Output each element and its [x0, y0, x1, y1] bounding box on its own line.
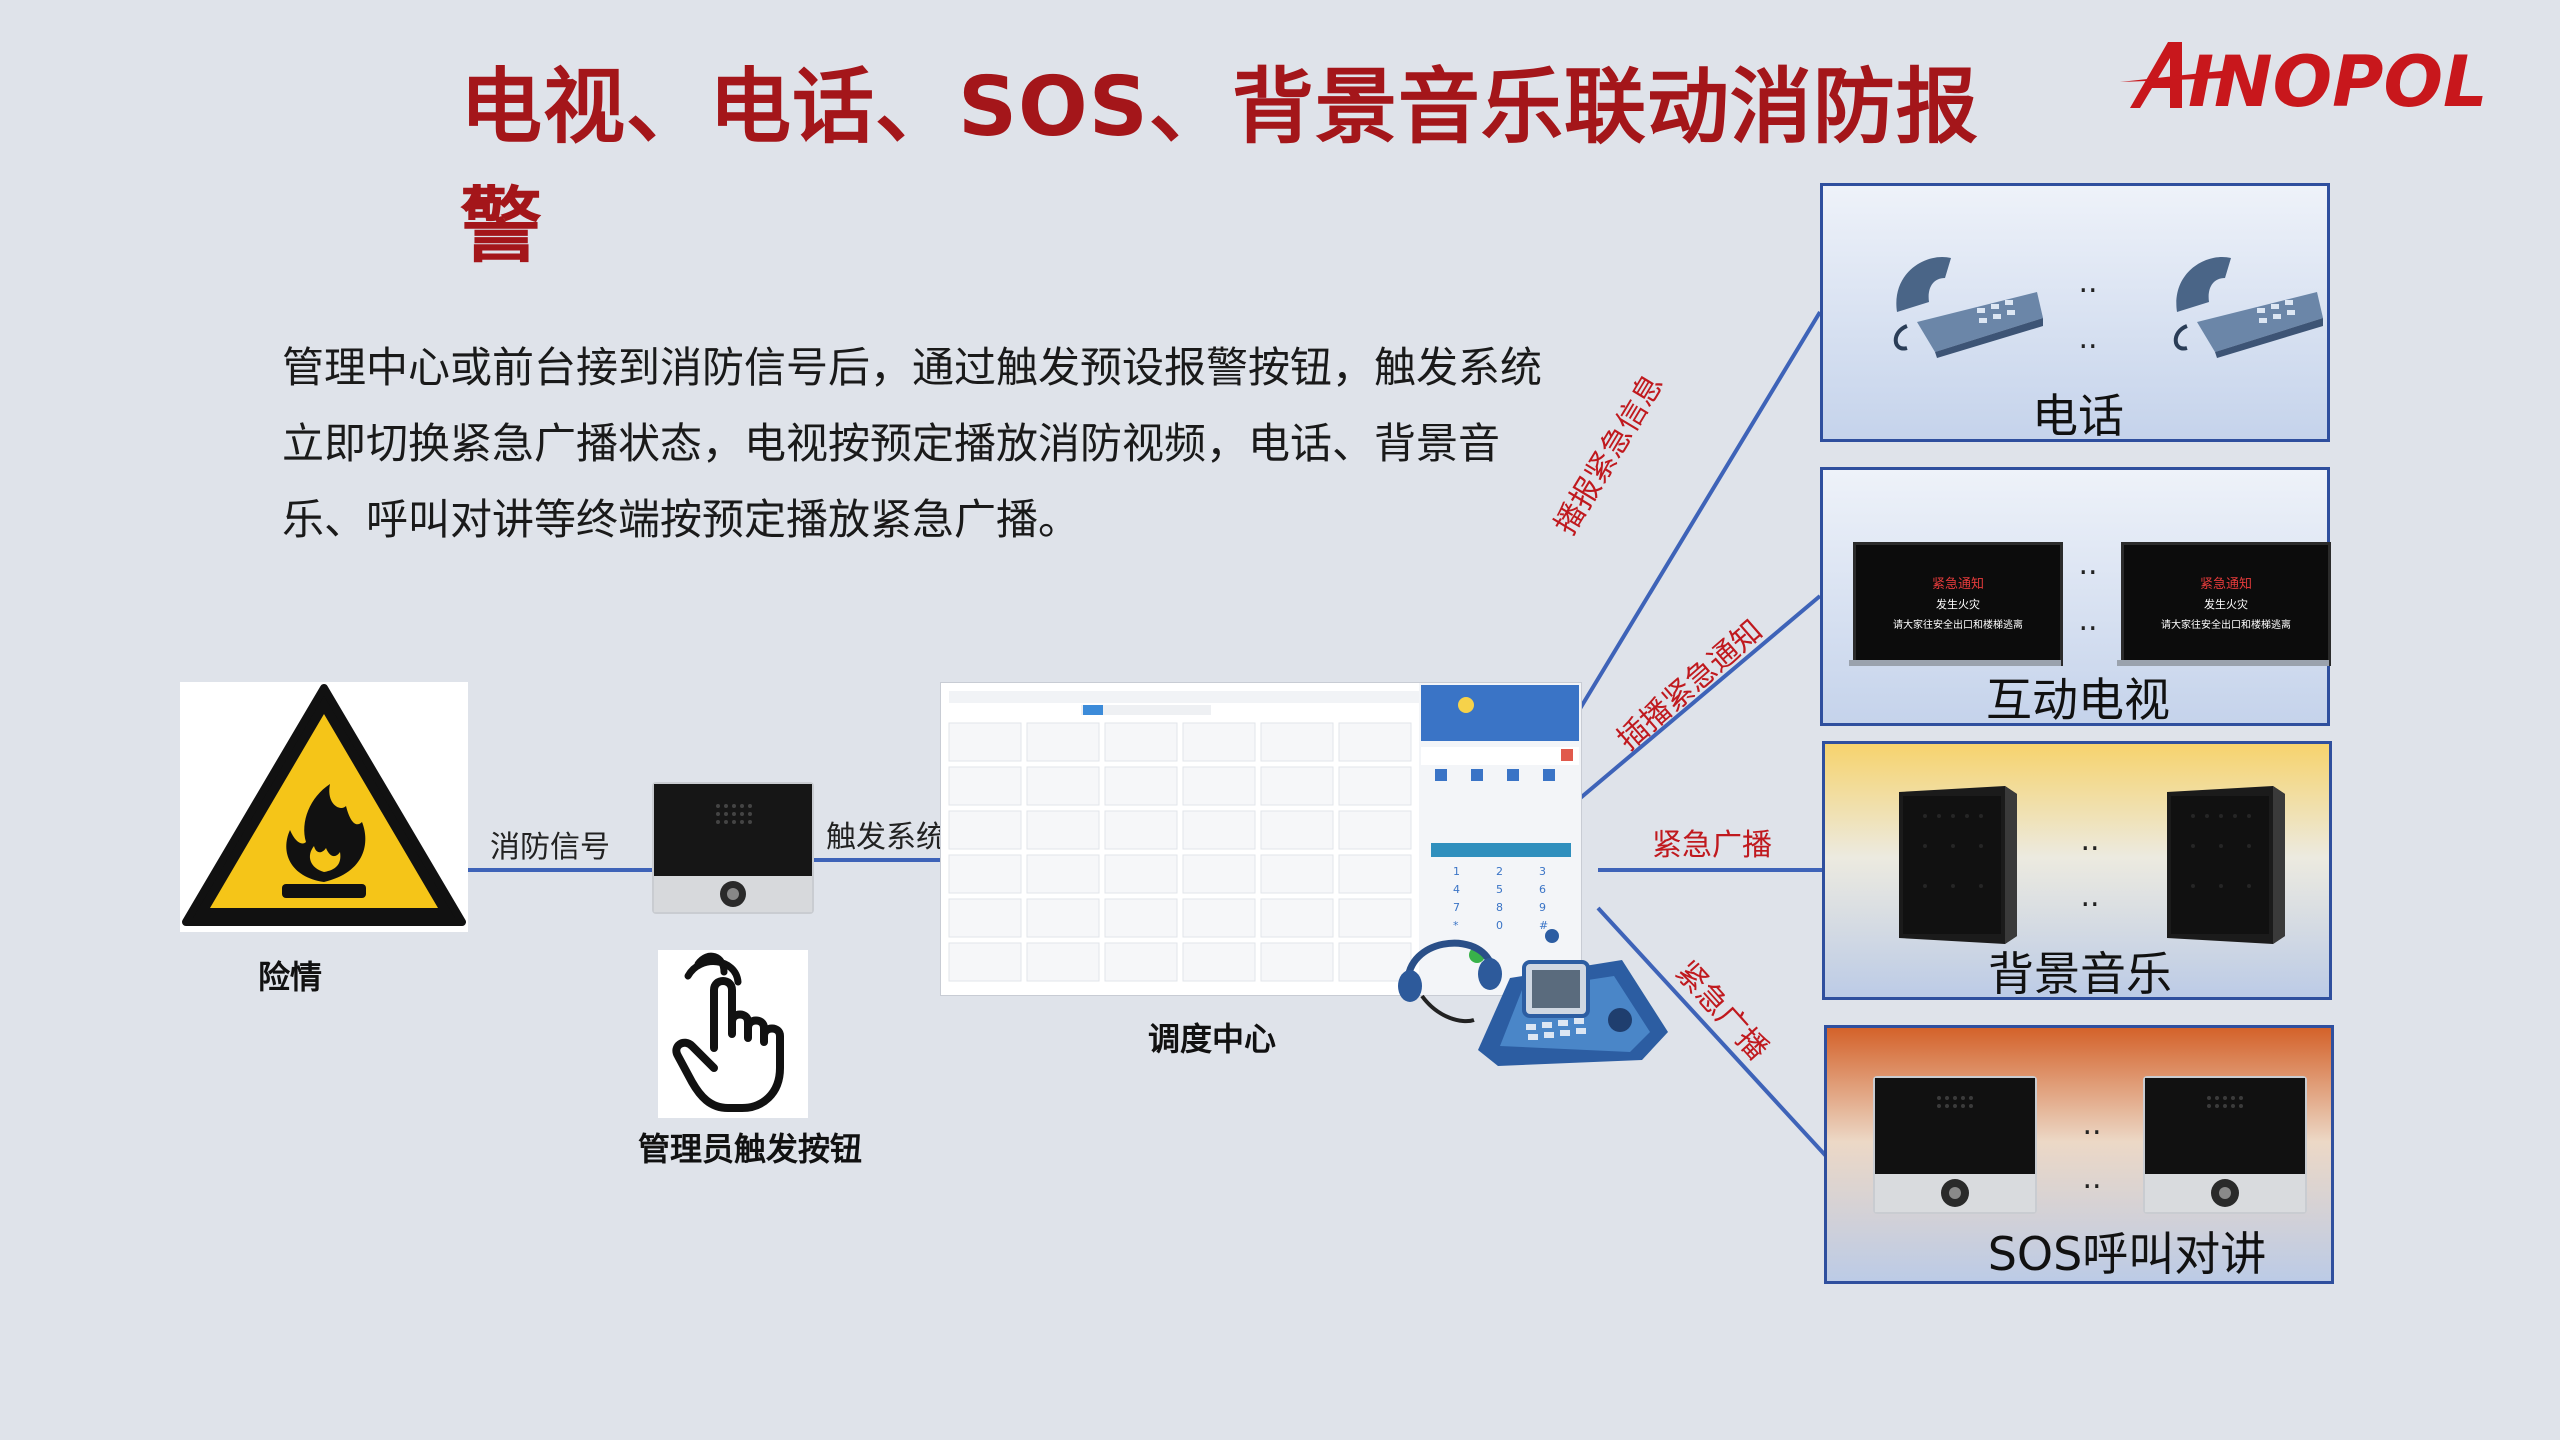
svg-text:6: 6 [1539, 883, 1546, 896]
svg-text:9: 9 [1539, 901, 1546, 914]
admin-trigger-button [658, 950, 808, 1118]
tv-line2: 请大家往安全出口和楼梯逃离 [1856, 616, 2060, 631]
panel-tv-title: 互动电视 [1823, 664, 2333, 730]
svg-text:1: 1 [1453, 865, 1460, 878]
fire-warning-icon [180, 682, 468, 932]
dots: .. [2067, 1110, 2117, 1140]
panel-tv: 紧急通知 发生火灾 请大家往安全出口和楼梯逃离 紧急通知 发生火灾 请大家往安全… [1820, 467, 2330, 726]
dots: .. [2063, 324, 2113, 354]
dots: .. [2065, 882, 2115, 912]
hazard-sign [180, 682, 468, 932]
svg-text:5: 5 [1496, 883, 1503, 896]
intercom-icon [2143, 1076, 2307, 1214]
dispatch-console [1394, 920, 1676, 1066]
dispatch-center-label: 调度中心 [1148, 1014, 1276, 1060]
dots: .. [2063, 606, 2113, 636]
telephone-icon [1887, 252, 2047, 358]
hazard-label: 险情 [258, 952, 322, 998]
dots: .. [2067, 1164, 2117, 1194]
tv-line2: 请大家往安全出口和楼梯逃离 [2124, 616, 2328, 631]
svg-text:8: 8 [1496, 901, 1503, 914]
svg-text:4: 4 [1453, 883, 1460, 896]
panel-sos: .. .. SOS呼叫对讲 [1824, 1025, 2334, 1284]
dots: .. [2065, 826, 2115, 856]
tv-screen: 紧急通知 发生火灾 请大家往安全出口和楼梯逃离 [2121, 542, 2331, 666]
speaker-icon [1895, 786, 2021, 946]
panel-music-title: 背景音乐 [1825, 938, 2335, 1004]
dots: .. [2063, 268, 2113, 298]
hand-pointer-icon [658, 950, 808, 1118]
dots: .. [2063, 550, 2113, 580]
admin-button-label: 管理员触发按钮 [638, 1124, 862, 1170]
fire-signal-label: 消防信号 [490, 822, 610, 866]
tv-line1: 发生火灾 [1856, 596, 2060, 612]
panel-phone: .. .. 电话 [1820, 183, 2330, 442]
svg-text:3: 3 [1539, 865, 1546, 878]
svg-text:7: 7 [1453, 901, 1460, 914]
panel-phone-title: 电话 [1823, 380, 2333, 446]
tv-screen: 紧急通知 发生火灾 请大家往安全出口和楼梯逃离 [1853, 542, 2063, 666]
panel-sos-title: SOS呼叫对讲 [1827, 1218, 2337, 1284]
trigger-system-label: 触发系统 [826, 812, 946, 856]
tv-heading: 紧急通知 [1856, 573, 2060, 592]
tv-heading: 紧急通知 [2124, 573, 2328, 592]
alarm-device [652, 782, 814, 914]
link-label-music: 紧急广播 [1652, 820, 1772, 864]
intercom-icon [1873, 1076, 2037, 1214]
tv-line1: 发生火灾 [2124, 596, 2328, 612]
telephone-icon [2167, 252, 2327, 358]
speaker-icon [2163, 786, 2289, 946]
svg-text:2: 2 [1496, 865, 1503, 878]
panel-music: .. .. 背景音乐 [1822, 741, 2332, 1000]
